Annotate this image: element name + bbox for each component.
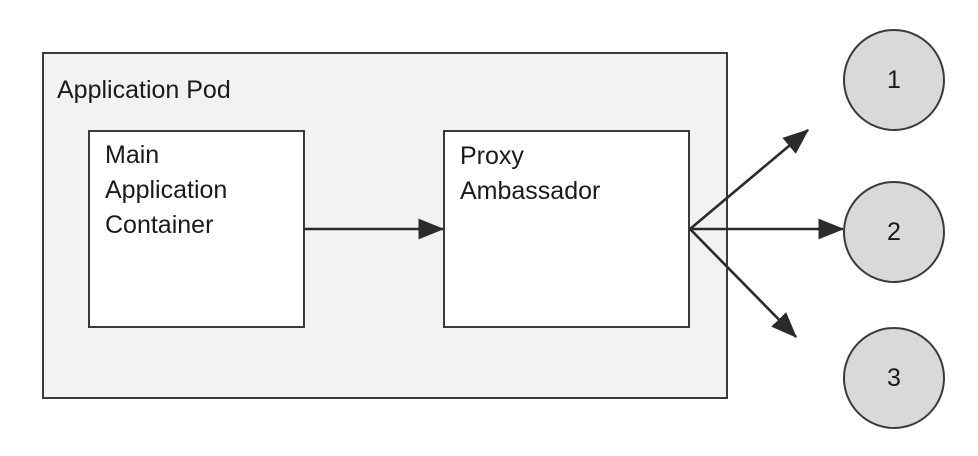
external-service-1-circle[interactable]: 1 (843, 29, 945, 131)
application-pod-label: Application Pod (57, 76, 231, 104)
external-service-2-circle[interactable]: 2 (843, 181, 945, 283)
proxy-ambassador-label: Proxy Ambassador (460, 139, 600, 209)
external-service-3-label: 3 (887, 363, 901, 392)
main-application-container-label-line-3: Container (105, 211, 214, 239)
main-application-container-label: Main Application Container (105, 138, 227, 243)
main-application-container-label-line-2: Application (105, 176, 228, 204)
proxy-ambassador-label-line-1: Proxy (460, 142, 524, 170)
proxy-ambassador-label-line-2: Ambassador (460, 177, 601, 205)
external-service-3-circle[interactable]: 3 (843, 327, 945, 429)
main-application-container-label-line-1: Main (105, 141, 160, 169)
external-service-2-label: 2 (887, 217, 901, 246)
proxy-ambassador-box[interactable] (443, 130, 690, 328)
external-service-1-label: 1 (887, 65, 901, 94)
main-application-container-box[interactable] (88, 130, 305, 328)
